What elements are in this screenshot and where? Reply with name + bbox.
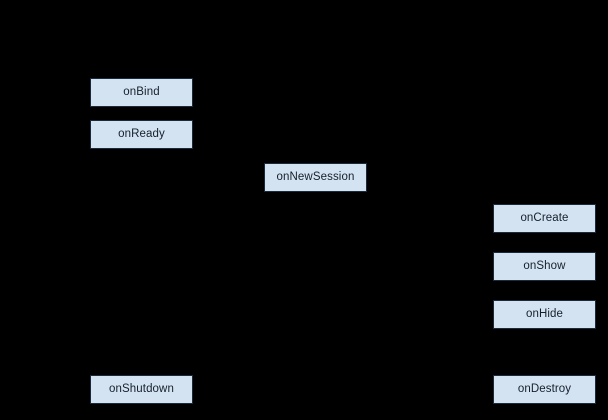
node-on-shutdown[interactable]: onShutdown — [90, 375, 193, 404]
node-on-new-session[interactable]: onNewSession — [264, 163, 367, 192]
node-label-on-hide: onHide — [525, 307, 564, 320]
node-on-hide[interactable]: onHide — [493, 300, 596, 329]
node-on-ready[interactable]: onReady — [90, 120, 193, 149]
node-label-on-ready: onReady — [118, 127, 165, 140]
node-label-on-shutdown: onShutdown — [109, 382, 174, 395]
node-on-show[interactable]: onShow — [493, 252, 596, 281]
node-on-create[interactable]: onCreate — [493, 204, 596, 233]
node-label-on-create: onCreate — [520, 211, 569, 224]
node-label-on-bind: onBind — [123, 85, 160, 98]
node-on-bind[interactable]: onBind — [90, 78, 193, 107]
node-label-on-destroy: onDestroy — [517, 382, 572, 395]
node-label-on-show: onShow — [523, 259, 566, 272]
node-on-destroy[interactable]: onDestroy — [493, 375, 596, 404]
node-label-on-new-session: onNewSession — [276, 170, 355, 183]
